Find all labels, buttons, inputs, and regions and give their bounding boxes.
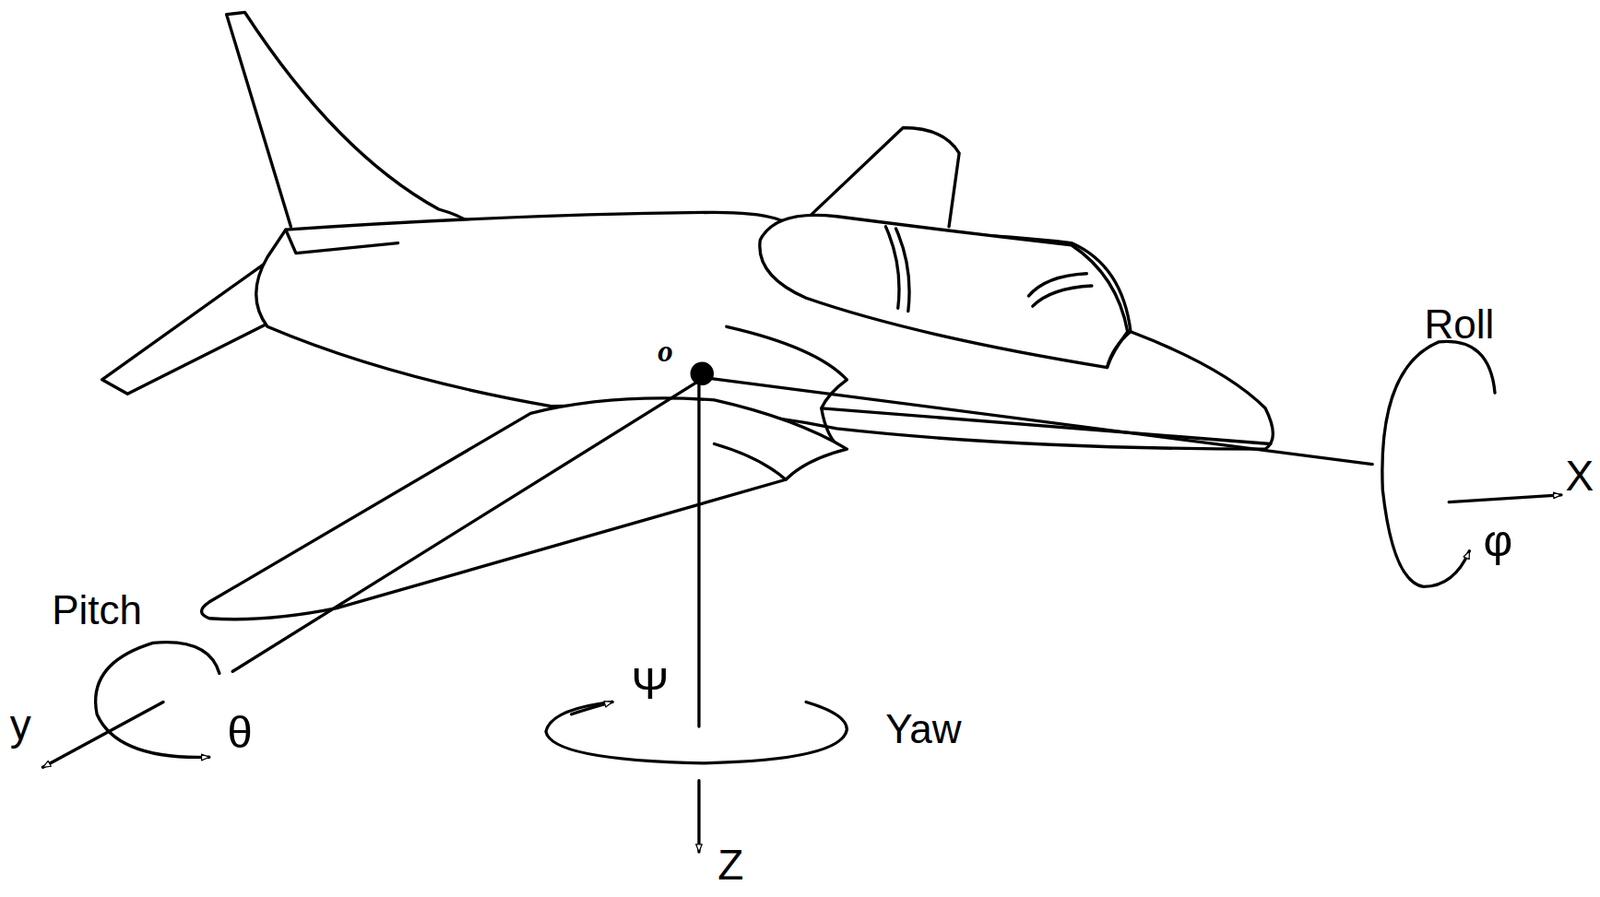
- angle-label: θ: [226, 710, 252, 756]
- axis-label: X: [1565, 454, 1595, 498]
- axis-name: Roll: [1423, 304, 1494, 345]
- origin-label: o: [657, 336, 674, 368]
- axis-name: Yaw: [885, 709, 961, 750]
- axis-label: Z: [717, 843, 744, 887]
- axis-label: y: [10, 703, 32, 747]
- angle-label: Ψ: [630, 661, 669, 707]
- axis-name: Pitch: [51, 590, 143, 631]
- angle-label: φ: [1482, 518, 1513, 564]
